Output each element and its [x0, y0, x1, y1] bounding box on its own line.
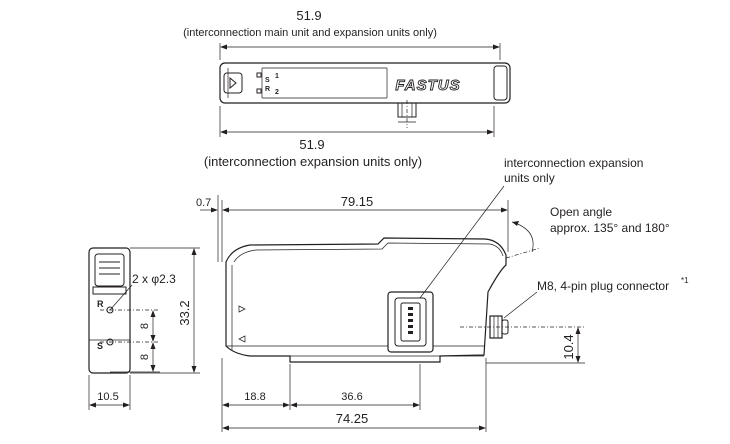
seg-b: 36.6	[341, 391, 362, 403]
front-height: 33.2	[177, 300, 192, 325]
top-selector-button	[223, 72, 243, 94]
connector-height: 10.4	[561, 334, 576, 359]
open-angle-line1: Open angle	[550, 205, 612, 219]
top-end-cap	[493, 65, 508, 101]
top-channel-2: 2	[275, 89, 279, 96]
brand-logo: FASTUS	[395, 77, 460, 94]
connector-leader	[503, 291, 538, 319]
front-view: 2 x φ2.3 R S 8 8 33.2 10.5	[88, 247, 200, 410]
side-unit-body	[225, 237, 507, 363]
hole-leader	[109, 284, 133, 311]
top-width-note: (interconnection main unit and expansion…	[183, 27, 437, 39]
pitch-2: 8	[139, 354, 151, 360]
open-angle-arc	[511, 221, 534, 253]
connector-pins	[408, 307, 413, 334]
top-arrow-right	[493, 44, 500, 50]
top-view: 51.9 (interconnection main unit and expa…	[183, 8, 511, 169]
pitch-1: 8	[139, 323, 151, 329]
top-arrow-left	[220, 44, 227, 50]
bottom-length: 74.25	[336, 411, 369, 426]
side-offset: 0.7	[196, 197, 211, 209]
top-channel-1: 1	[275, 73, 279, 80]
indicator-arrow-down	[238, 335, 246, 343]
top-indicator-s: S	[265, 77, 270, 84]
expansion-leader	[419, 185, 505, 299]
front-label-s: S	[97, 341, 103, 351]
play-icon	[229, 76, 237, 90]
top-width-note-2: (interconnection expansion units only)	[204, 154, 422, 169]
connector-label: M8, 4-pin plug connector	[537, 279, 669, 293]
expansion-label-line1: interconnection expansion	[504, 156, 643, 170]
top-width-value: 51.9	[296, 8, 321, 23]
front-label-r: R	[97, 299, 104, 309]
top-width-value-2: 51.9	[299, 137, 324, 152]
open-angle-line2: approx. 135° and 180°	[550, 221, 670, 235]
indicator-arrow-up	[238, 305, 246, 313]
front-top-button	[94, 253, 125, 287]
expansion-label-line2: units only	[504, 171, 555, 185]
top-indicator-r: R	[265, 86, 270, 93]
connector-footnote: *1	[681, 276, 689, 285]
side-length: 79.15	[341, 194, 374, 209]
hole-label: 2 x φ2.3	[132, 272, 176, 286]
side-view: interconnection expansion units only Ope…	[196, 156, 689, 432]
front-width: 10.5	[97, 391, 118, 403]
top-unit-body	[219, 62, 511, 104]
seg-a: 18.8	[244, 391, 265, 403]
